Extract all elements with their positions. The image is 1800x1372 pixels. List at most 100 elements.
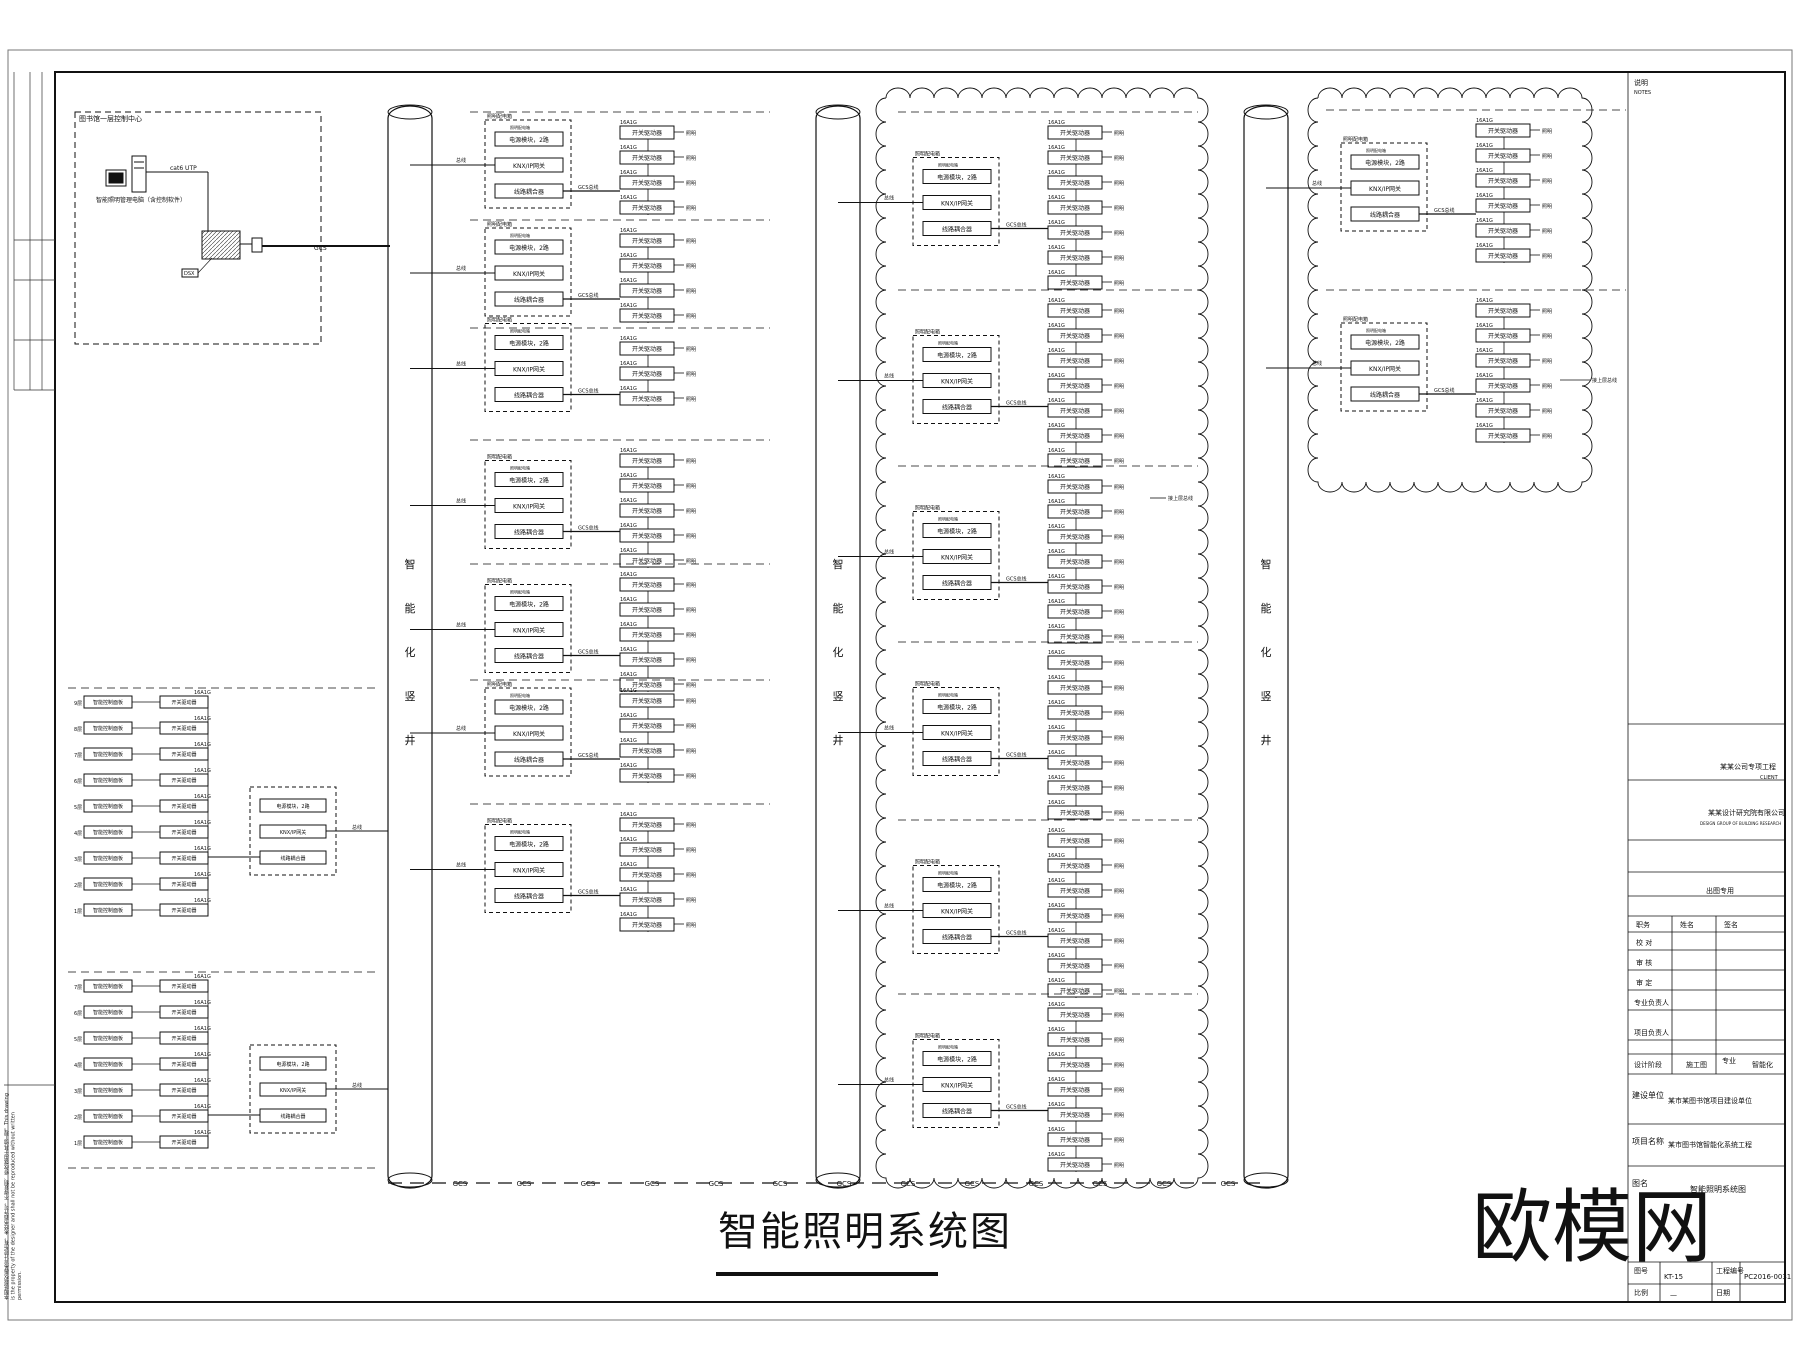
gcs-bus-label: GCS — [837, 1180, 852, 1188]
project-value: 某市图书馆智能化系统工程 — [1668, 1141, 1752, 1149]
panel-c3-2-breaker-label: 16A1G — [1476, 298, 1493, 304]
panel-c2-1-switch-actuator — [1047, 225, 1103, 240]
panel-c1-5-load-label: 照明 — [686, 608, 696, 614]
panel-c3-1-load-label: 照明 — [1542, 204, 1552, 210]
panel-c1-2-distbox — [484, 227, 572, 317]
gcs-bus-label: GCS — [453, 1180, 468, 1188]
panel-c1-4-switch-actuator-label: 开关驱动器 — [632, 482, 662, 490]
panel-c3-1-breaker-label: 16A1G — [1476, 118, 1493, 124]
panel-c2-6-switch-actuator-label: 开关驱动器 — [1060, 1086, 1090, 1094]
panel-c2-5-switch-actuator-label: 开关驱动器 — [1060, 987, 1090, 995]
panel-c1-6-distbox-sub: 照明配电箱 — [510, 692, 530, 698]
panel-c1-1-distbox-sub: 照明配电箱 — [510, 124, 530, 130]
panel-c1-2-switch-actuator — [619, 233, 675, 248]
panel-c1-2-breaker-label: 16A1G — [620, 228, 637, 234]
panel-c2-1-switch-actuator-label: 开关驱动器 — [1060, 179, 1090, 187]
major-label: 专业 — [1722, 1057, 1736, 1065]
panel-c2-6-breaker-label: 16A1G — [1048, 1102, 1065, 1108]
panel-c2-2-breaker-label: 16A1G — [1048, 398, 1065, 404]
panel-c1-7-breaker-label: 16A1G — [620, 862, 637, 868]
panel-c2-4-distbox-sub: 照明配电箱 — [938, 692, 958, 698]
panel-c3-1-switch-actuator — [1475, 223, 1531, 238]
panel-c2-1-switch-actuator — [1047, 125, 1103, 140]
panel-c1-1-switch-actuator — [619, 200, 675, 215]
manual-group-1-actuator-label: 开关驱动器 — [171, 829, 196, 836]
panel-c2-3-power-module-label: 电源模块，2路 — [937, 528, 977, 536]
panel-c2-6-distbox — [912, 1039, 1000, 1128]
manual-group-2-control-panel-label: 智能控制面板 — [93, 1061, 123, 1068]
manual-group-1-breaker-label: 16A1G — [194, 742, 211, 748]
panel-c1-2-load-label: 照明 — [686, 289, 696, 295]
manual-group-1-floor-tag: 2层 — [74, 883, 82, 889]
panel-c2-2-knx-gateway-label: KNX/IP网关 — [941, 378, 973, 386]
riser-label-char: 智 — [833, 557, 844, 571]
gcs-bus-label: GCS — [581, 1180, 596, 1188]
panel-c2-6-load-label: 照明 — [1114, 1113, 1124, 1119]
notes-header: 说明 — [1634, 79, 1648, 87]
riser-label-char: 井 — [1261, 733, 1272, 747]
panel-c2-1-line-coupler-label: 线路耦合器 — [942, 226, 972, 234]
riser-shaft-2 — [815, 105, 861, 1189]
panel-c2-6-distbox-label: 照明配电箱 — [915, 1033, 940, 1040]
panel-c2-5-breaker-label: 16A1G — [1048, 978, 1065, 984]
panel-c2-6-power-module — [922, 1051, 992, 1066]
panel-c2-6-load-label: 照明 — [1114, 1013, 1124, 1019]
manual-group-1-control-panel-label: 智能控制面板 — [93, 725, 123, 732]
panel-c2-5-distbox — [912, 865, 1000, 954]
panel-c1-4-breaker-label: 16A1G — [620, 473, 637, 479]
panel-c1-5-switch-actuator-label: 开关驱动器 — [632, 681, 662, 689]
panel-c2-2-switch-actuator-label: 开关驱动器 — [1060, 307, 1090, 315]
panel-c2-6-switch-actuator-label: 开关驱动器 — [1060, 1011, 1090, 1019]
panel-c3-1-breaker-label: 16A1G — [1476, 193, 1493, 199]
panel-c2-2-breaker-label: 16A1G — [1048, 298, 1065, 304]
riser-label-char: 竖 — [833, 690, 844, 703]
panel-c2-3-distbox-sub: 照明配电箱 — [938, 516, 958, 522]
panel-c2-3-lan-tag: GCS总线 — [1006, 576, 1027, 583]
manual-group-1-breaker-label: 16A1G — [194, 898, 211, 904]
panel-c2-1-distbox-label: 照明配电箱 — [915, 151, 940, 158]
manual-group-1-actuator-label: 开关驱动器 — [171, 881, 196, 888]
riser-label-char: 智 — [1261, 557, 1272, 571]
panel-c1-1-distbox — [484, 119, 572, 209]
panel-c1-7-switch-actuator-label: 开关驱动器 — [632, 921, 662, 929]
manual-group-1-breaker-label: 16A1G — [194, 820, 211, 826]
riser-top-2 — [815, 104, 861, 120]
panel-c3-1-power-module-label: 电源模块，2路 — [1365, 159, 1405, 167]
panel-c2-6-load-label: 照明 — [1114, 1088, 1124, 1094]
panel-c1-3-switch-actuator-label: 开关驱动器 — [632, 395, 662, 403]
panel-c2-5-load-label: 照明 — [1114, 989, 1124, 995]
panel-c2-2-load-label: 照明 — [1114, 409, 1124, 415]
panel-c2-1-load-label: 照明 — [1114, 181, 1124, 187]
panel-c1-5-switch-actuator-label: 开关驱动器 — [632, 581, 662, 589]
panel-c3-1-switch-actuator-label: 开关驱动器 — [1488, 177, 1518, 185]
panel-c1-5-breaker-label: 16A1G — [620, 672, 637, 678]
panel-c2-2-switch-actuator-label: 开关驱动器 — [1060, 432, 1090, 440]
panel-c2-4-breaker-label: 16A1G — [1048, 725, 1065, 731]
manual-group-2-breaker-label: 16A1G — [194, 1104, 211, 1110]
panel-c2-6-switch-actuator — [1047, 1107, 1103, 1122]
panel-c1-2-power-module — [494, 239, 564, 255]
unit-label: 建设单位 — [1632, 1091, 1664, 1100]
panel-c1-6-switch-actuator-label: 开关驱动器 — [632, 772, 662, 780]
panel-c1-7-load-label: 照明 — [686, 823, 696, 829]
panel-c1-4-switch-actuator — [619, 453, 675, 468]
panel-c2-4-load-label: 照明 — [1114, 661, 1124, 667]
panel-c1-6-load-label: 照明 — [686, 699, 696, 705]
manual-group-1-actuator-label: 开关驱动器 — [171, 907, 196, 914]
panel-c1-7-switch-actuator — [619, 842, 675, 857]
panel-c1-7-distbox-label: 照明配电箱 — [487, 818, 512, 825]
panel-c1-3-power-module-label: 电源模块，2路 — [509, 340, 549, 348]
panel-c2-3-line-coupler-label: 线路耦合器 — [942, 580, 972, 588]
role-header: 职务 — [1636, 921, 1650, 929]
panel-c1-5-load-label: 照明 — [686, 583, 696, 589]
manual-group-1-control-panel-label: 智能控制面板 — [93, 803, 123, 810]
panel-c1-5-breaker-label: 16A1G — [620, 647, 637, 653]
panel-c2-5-breaker-label: 16A1G — [1048, 878, 1065, 884]
panel-c1-3-breaker-label: 16A1G — [620, 361, 637, 367]
panel-c3-2-load-label: 照明 — [1542, 409, 1552, 415]
panel-c1-2-breaker-label: 16A1G — [620, 303, 637, 309]
panel-c1-4-switch-actuator-label: 开关驱动器 — [632, 507, 662, 515]
panel-c1-6-load-label: 照明 — [686, 724, 696, 730]
panel-c2-1-load-label: 照明 — [1114, 256, 1124, 262]
panel-c2-3-load-label: 照明 — [1114, 585, 1124, 591]
